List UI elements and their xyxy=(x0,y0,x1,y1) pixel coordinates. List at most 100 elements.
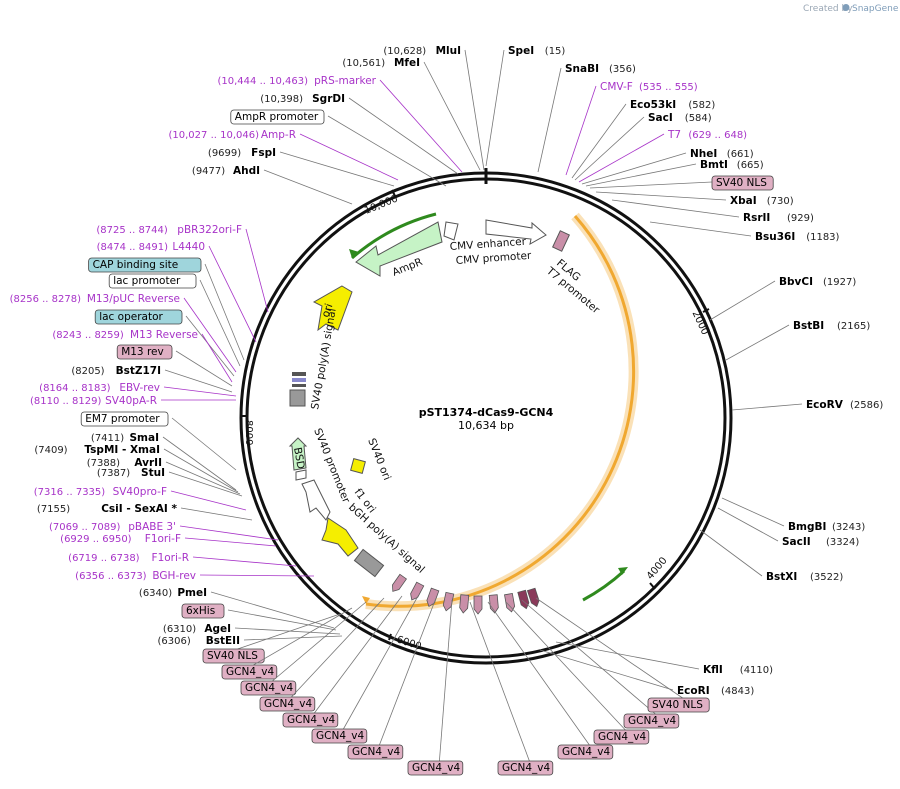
leader-line xyxy=(585,163,697,187)
label-6xhis: 6xHis xyxy=(186,605,215,617)
poly-a-marker xyxy=(292,372,306,376)
arrowhead-icon xyxy=(618,567,628,575)
site-position: (8725 .. 8744) xyxy=(96,225,168,236)
feature-gcn4-v4: GCN4_v4 xyxy=(226,666,274,678)
leader-line xyxy=(162,436,237,491)
site-position: (2586) xyxy=(850,400,883,411)
site-f1ori-f: F1ori-F xyxy=(145,533,181,545)
leader-line xyxy=(263,169,353,205)
plasmid-length: 10,634 bp xyxy=(458,419,514,432)
leader-line xyxy=(487,601,590,746)
leader-line xyxy=(343,595,419,730)
ori-arrow xyxy=(312,285,353,332)
site-bstz17i: BstZ17I xyxy=(116,365,161,377)
leader-line xyxy=(379,597,437,746)
leader-line xyxy=(709,280,776,321)
gcn4-arrow-icon xyxy=(526,587,540,608)
leader-line xyxy=(199,574,315,577)
em7-marker xyxy=(295,469,307,481)
feature-sv40-nls: SV40 NLS xyxy=(652,699,703,711)
site-rsrii: RsrII xyxy=(743,212,770,224)
label-em7-promoter-box xyxy=(80,411,169,427)
leader-line xyxy=(555,641,700,670)
gcn4-arrow-icon xyxy=(473,595,483,615)
label-sv40-nls-box xyxy=(711,175,774,191)
arrowhead-icon xyxy=(349,249,359,258)
site-position: (6356 .. 6373) xyxy=(75,571,147,582)
leader-line xyxy=(163,386,237,397)
leader-line xyxy=(717,507,779,542)
site-bmgbi: BmgBI xyxy=(788,521,826,533)
leader-line xyxy=(272,601,367,682)
site-smai: SmaI xyxy=(130,432,160,444)
svg-text:CMV promoter: CMV promoter xyxy=(455,250,532,267)
sv40-ori-box xyxy=(350,458,366,474)
leader-line xyxy=(314,595,403,714)
site-stui: StuI xyxy=(141,467,165,479)
site-position: (1927) xyxy=(823,277,856,288)
bottom-feature-boxes: SV40 NLSGCN4_v4GCN4_v4GCN4_v4GCN4_v4GCN4… xyxy=(202,595,710,776)
site-saci: SacI xyxy=(648,112,673,124)
tick-2000 xyxy=(702,308,710,313)
site-position: (7411) xyxy=(91,433,124,444)
feature-gcn4-v4: GCN4_v4 xyxy=(264,698,312,710)
feature-gcn4-v4: GCN4_v4 xyxy=(245,682,293,694)
site-avrii: AvrII xyxy=(134,457,162,469)
leader-line xyxy=(537,67,562,173)
site-csii-sexai-: CsiI - SexAI * xyxy=(101,503,177,515)
leader-line xyxy=(485,49,505,167)
leader-line xyxy=(571,103,627,179)
site-position: (584) xyxy=(685,113,712,124)
svg-text:BSD: BSD xyxy=(291,446,307,470)
dcas9-direction-arrow xyxy=(582,569,626,602)
left-labels: MluI(10,628)MfeI(10,561)pRS-marker(10,44… xyxy=(10,45,485,647)
site-position: (8474 .. 8491) xyxy=(97,242,169,253)
site-spei: SpeI xyxy=(508,45,534,57)
gcn4-arrow-icon xyxy=(488,594,499,614)
feature-gcn4-v4: GCN4_v4 xyxy=(352,746,400,758)
gcn4-repeat-arrows xyxy=(392,573,540,615)
site-snabi: SnaBI xyxy=(565,63,599,75)
leader-line xyxy=(183,297,237,373)
leader-line xyxy=(574,116,645,181)
svg-text:4000: 4000 xyxy=(645,555,670,582)
site-position: (582) xyxy=(688,100,715,111)
leader-line xyxy=(163,448,239,493)
leader-line xyxy=(565,85,597,176)
feature-sv40-nls-box xyxy=(647,697,710,713)
feature-gcn4-v4-box xyxy=(557,744,614,760)
site-position: (4843) xyxy=(721,686,754,697)
leader-line xyxy=(423,61,481,171)
right-labels: SpeI(15)SnaBI(356)CMV-F(535 .. 555)Eco53… xyxy=(485,45,883,697)
site-position: (10,027 .. 10,046) xyxy=(169,130,260,141)
svg-text:ori: ori xyxy=(320,302,336,319)
leader-line xyxy=(237,613,341,650)
feature-gcn4-v4: GCN4_v4 xyxy=(628,715,676,727)
ampr-arrow xyxy=(355,221,443,277)
site-bmti: BmtI xyxy=(700,159,728,171)
svg-text:bGH poly(A) signal: bGH poly(A) signal xyxy=(346,501,427,576)
svg-text:Created by: Created by xyxy=(803,4,853,14)
site-sv40pro-f: SV40pro-F xyxy=(113,486,167,498)
leader-line xyxy=(725,324,790,361)
leader-line xyxy=(165,461,241,495)
site-position: (9477) xyxy=(192,166,225,177)
site-sv40pa-r: SV40pA-R xyxy=(105,395,157,407)
feature-gcn4-v4-box xyxy=(347,744,404,760)
site-position: (15) xyxy=(545,46,566,57)
site-mfei: MfeI xyxy=(394,57,420,69)
site-position: (6310) xyxy=(163,624,196,635)
leader-line xyxy=(279,151,395,187)
label-cap-binding-site: CAP binding site xyxy=(93,259,179,271)
gcn4-arrow-icon xyxy=(410,581,425,601)
site-position: (10,628) xyxy=(383,46,426,57)
feature-sv40-nls: SV40 NLS xyxy=(207,650,258,662)
feature-gcn4-v4: GCN4_v4 xyxy=(412,762,460,774)
leader-line xyxy=(589,181,713,189)
gcn4-arrow-icon xyxy=(517,589,530,610)
site-position: (10,561) xyxy=(342,58,385,69)
feature-gcn4-v4-box xyxy=(311,728,368,744)
site-position: (661) xyxy=(727,149,754,160)
leader-line xyxy=(168,471,243,497)
svg-text:SV40 ori: SV40 ori xyxy=(365,437,393,482)
